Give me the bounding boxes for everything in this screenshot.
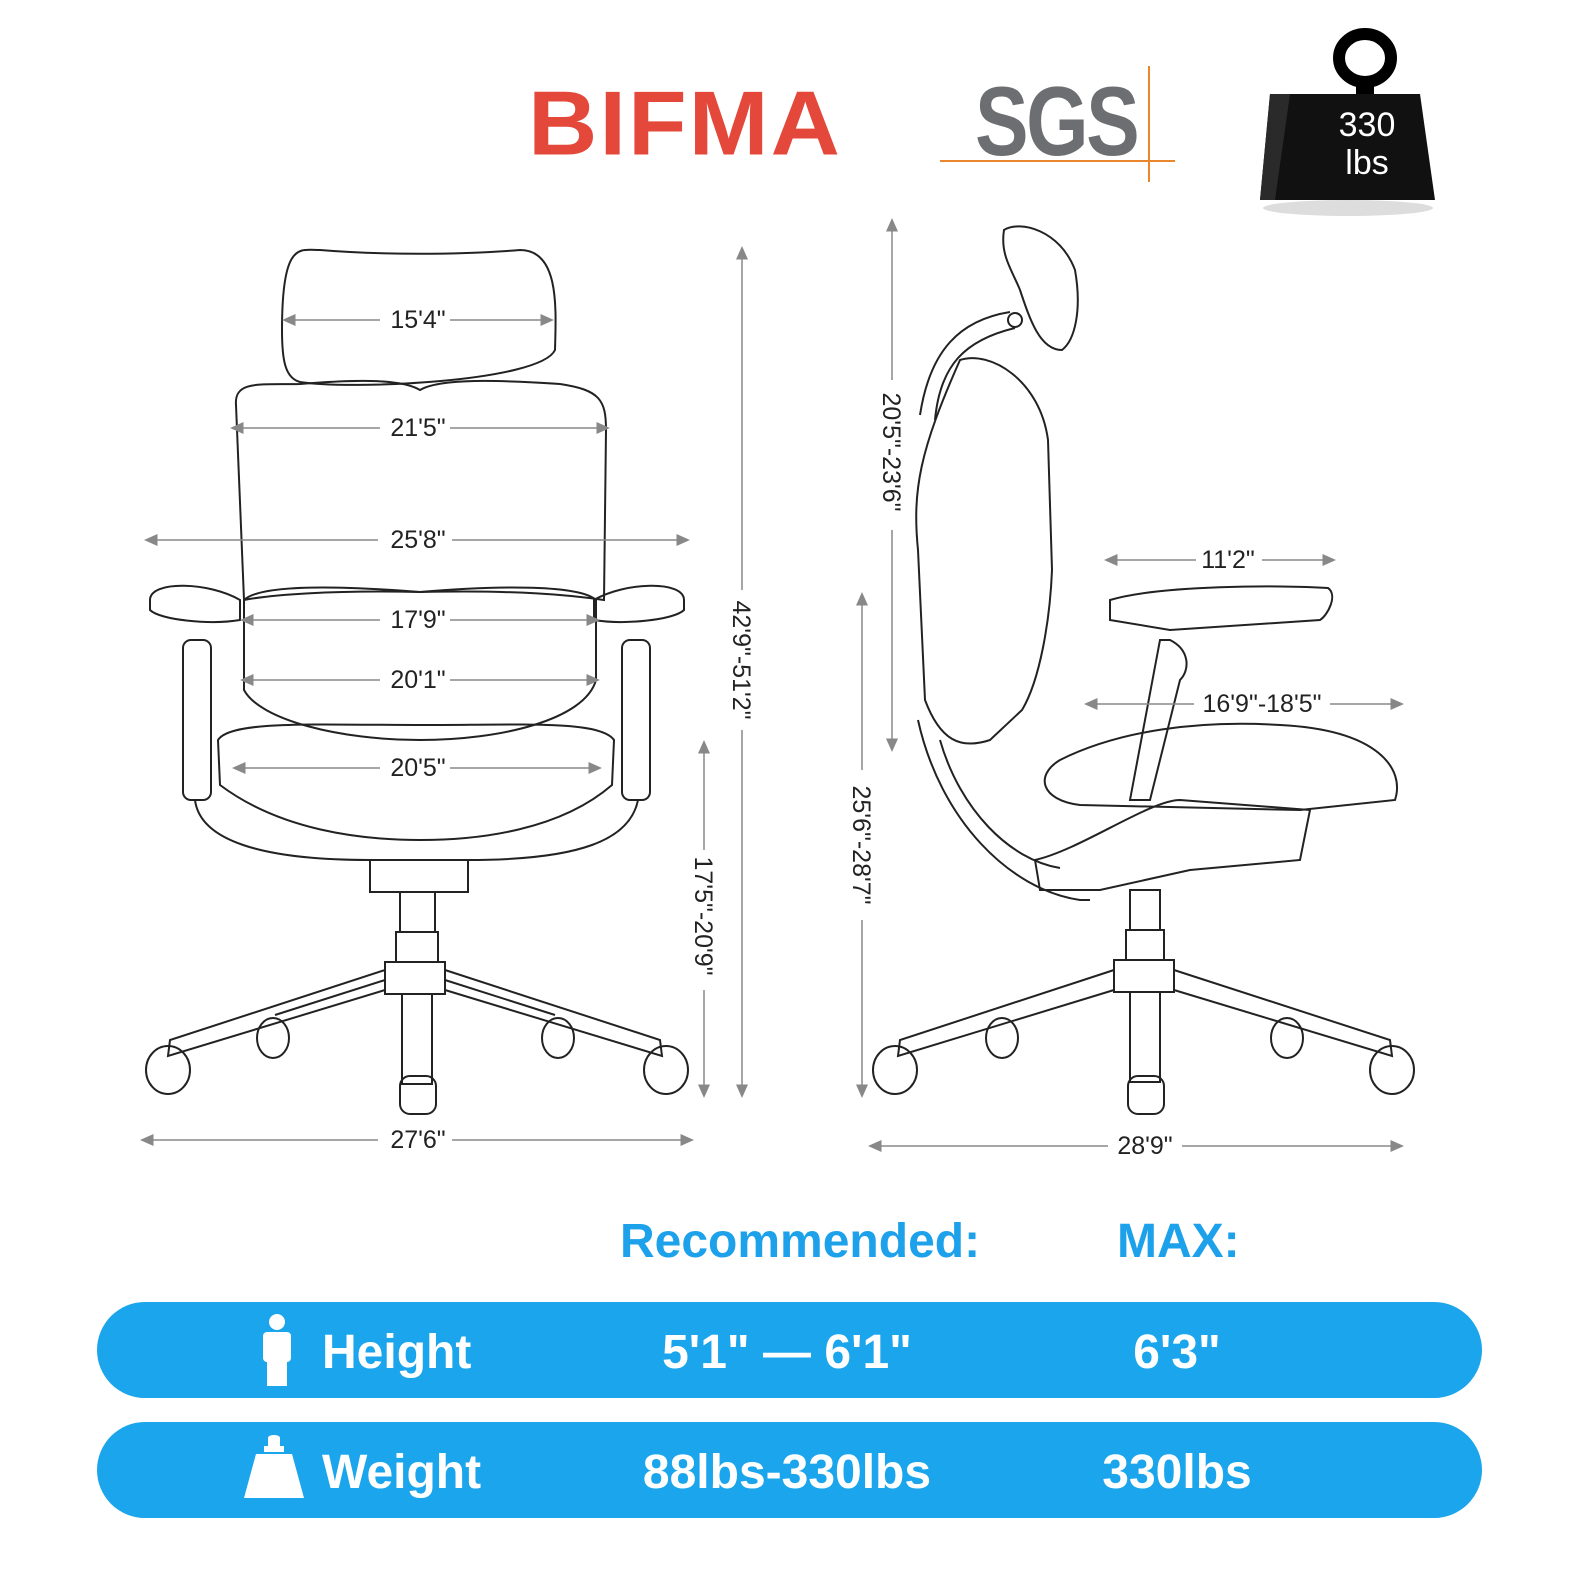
dim-base-width: 27'6" [390, 1126, 445, 1154]
dim-lower-back-width: 20'1" [390, 666, 445, 694]
sgs-logo-underline [940, 160, 1175, 162]
height-recommended-value: 5'1" — 6'1" [662, 1326, 912, 1379]
weight-badge-label: 330 lbs [1322, 106, 1412, 182]
weight-recommended-value: 88lbs-330lbs [642, 1446, 932, 1499]
chair-dimension-diagram: 15'4" 21'5" 25'8" 17'9" 20'1" 20'5" 42'9… [140, 218, 1415, 1162]
dim-base-depth: 28'9" [1117, 1132, 1172, 1160]
dim-backrest-height: 20'5"-23'6" [877, 392, 905, 511]
dim-armrest-span: 25'8" [390, 526, 445, 554]
dim-backrest-width: 21'5" [390, 414, 445, 442]
dim-total-height: 42'9"-51'2" [727, 600, 755, 719]
dim-headrest-width: 15'4" [390, 306, 445, 334]
dim-seat-height: 17'5"-20'9" [689, 856, 717, 975]
dim-seat-width: 20'5" [390, 754, 445, 782]
dim-armrest-length: 11'2" [1201, 546, 1255, 574]
height-max-value: 6'3" [1133, 1326, 1221, 1379]
weight-bag-icon [244, 1435, 304, 1498]
weight-max-value: 330lbs [1102, 1446, 1252, 1499]
bifma-logo: BIFMA [528, 72, 842, 175]
weight-badge-unit: lbs [1345, 144, 1389, 182]
recommended-header: Recommended: [620, 1215, 981, 1268]
max-header: MAX: [1117, 1215, 1240, 1268]
weight-icon [1260, 28, 1435, 216]
weight-badge-value: 330 [1338, 106, 1396, 144]
dim-seat-depth: 16'9"-18'5" [1202, 690, 1321, 718]
sgs-logo-divider [1148, 66, 1150, 182]
height-spec-row: Height 5'1" — 6'1" 6'3" [97, 1302, 1482, 1398]
person-icon [263, 1314, 291, 1386]
weight-spec-row: Weight 88lbs-330lbs 330lbs [97, 1422, 1482, 1518]
dim-lumbar-width: 17'9" [390, 606, 445, 634]
side-view-chair [872, 225, 1415, 1115]
dim-armrest-height: 25'6"-28'7" [847, 785, 875, 904]
weight-label: Weight [322, 1446, 482, 1499]
height-label: Height [322, 1326, 472, 1379]
sgs-logo: SGS [975, 66, 1140, 176]
